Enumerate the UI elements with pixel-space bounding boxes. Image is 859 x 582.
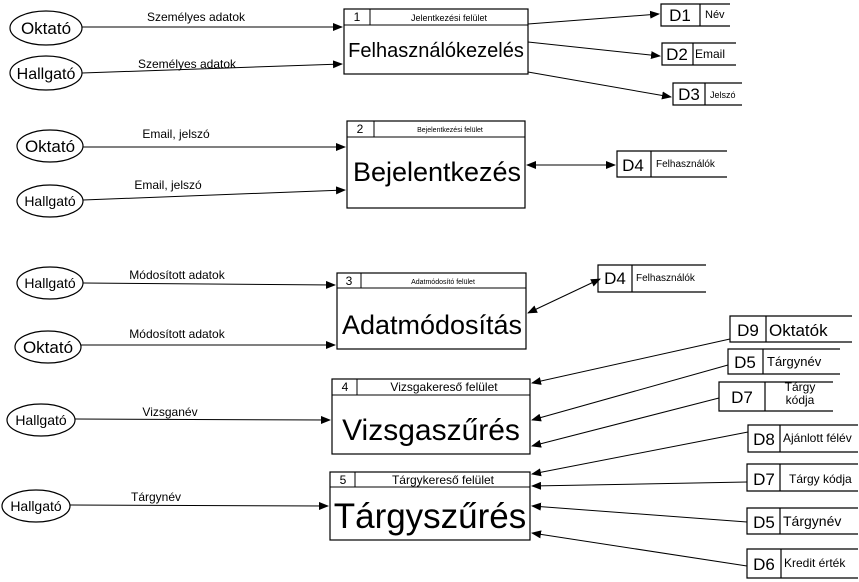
flow-arrow — [531, 338, 731, 385]
store-id: D5 — [753, 513, 775, 532]
store-d2: D2 Email — [661, 42, 736, 66]
store-name: Felhasználók — [656, 159, 716, 170]
store-id: D7 — [731, 388, 753, 407]
process-header: Tárgykereső felület — [392, 473, 495, 487]
entity-hallgato-3: Hallgató — [16, 266, 84, 300]
flow-arrow — [531, 431, 749, 477]
flow-label: Módosított adatok — [129, 268, 225, 282]
store-name: Email — [695, 47, 725, 61]
flow-arrow — [527, 71, 672, 100]
flow-label: Személyes adatok — [138, 57, 237, 71]
process-number: 5 — [340, 473, 347, 487]
entity-hallgato-1: Hallgató — [9, 55, 83, 91]
store-id: D6 — [753, 555, 775, 574]
entity-label: Hallgató — [17, 66, 76, 83]
store-name: Felhasználók — [636, 273, 696, 284]
flow-arrow-bidirectional — [527, 278, 601, 314]
store-d6: D6 Kredit érték — [746, 548, 858, 579]
store-d8: D8 Ajánlott félév — [747, 424, 858, 453]
process-4: 4 Vizsgakereső felület Vizsgaszűrés — [331, 378, 531, 455]
entity-oktato-2: Oktató — [16, 129, 84, 163]
process-name: Tárgyszűrés — [334, 497, 527, 536]
store-name: Név — [705, 9, 725, 21]
process-3: 3 Adatmódosító felület Adatmódosítás — [336, 272, 527, 350]
entity-label: Hallgató — [15, 412, 67, 428]
store-id: D9 — [737, 321, 759, 340]
store-d5-a: D5 Tárgynév — [727, 348, 840, 375]
process-name: Bejelentkezés — [353, 157, 521, 187]
store-id: D2 — [666, 45, 688, 64]
flow-arrow — [531, 481, 748, 490]
flow-arrow — [527, 41, 661, 60]
process-number: 1 — [354, 10, 361, 24]
store-d1: D1 Név — [660, 3, 730, 27]
flow-arrow — [74, 415, 331, 424]
store-d3: D3 Jelszó — [672, 82, 742, 106]
store-d7-a: D7 Tárgy kódja — [718, 381, 833, 412]
process-5: 5 Tárgykereső felület Tárgyszűrés — [329, 471, 531, 541]
store-name: Tárgynév — [783, 513, 841, 529]
entity-label: Oktató — [21, 19, 71, 38]
entity-label: Oktató — [23, 338, 73, 357]
store-name: Jelszó — [710, 90, 736, 100]
flow-arrow — [531, 530, 748, 567]
flow-arrow — [531, 397, 720, 448]
process-number: 3 — [346, 274, 353, 288]
process-number: 4 — [342, 380, 349, 394]
flow-label: Email, jelszó — [142, 127, 210, 141]
process-number: 2 — [357, 122, 364, 136]
entity-label: Hallgató — [24, 193, 76, 209]
process-1: 1 Jelentkezési felület Felhasználókezelé… — [343, 8, 529, 75]
flow-arrow — [531, 364, 729, 422]
store-d7-b: D7 Tárgy kódja — [746, 463, 858, 492]
process-header: Bejelentkezési felület — [417, 127, 483, 134]
process-name: Vizsgaszűrés — [342, 414, 520, 447]
store-name: Ajánlott félév — [783, 431, 852, 445]
store-id: D4 — [622, 156, 644, 175]
entity-hallgato-5: Hallgató — [1, 489, 71, 523]
flow-arrow — [527, 10, 660, 25]
entity-label: Hallgató — [10, 498, 62, 514]
flow-arrow — [82, 186, 346, 201]
process-header: Adatmódosító felület — [411, 279, 475, 286]
store-name: Tárgynév — [767, 354, 822, 369]
entity-hallgato-2: Hallgató — [16, 184, 84, 218]
flow-label: Email, jelszó — [134, 178, 202, 192]
store-id: D1 — [669, 6, 691, 25]
store-d9: D9 Oktatók — [729, 315, 852, 343]
store-d4-a: D4 Felhasználók — [616, 150, 727, 178]
process-name: Felhasználókezelés — [348, 40, 524, 62]
store-name: Tárgy kódja — [789, 472, 852, 486]
flow-arrow — [531, 502, 748, 523]
store-d5-b: D5 Tárgynév — [746, 507, 858, 535]
store-id: D3 — [678, 85, 700, 104]
store-name: Kredit érték — [784, 556, 846, 570]
flow-label: Tárgynév — [131, 490, 181, 504]
process-header: Jelentkezési felület — [411, 13, 488, 23]
store-name-wrap: Tárgy kódja — [784, 381, 816, 407]
entity-oktato-3: Oktató — [14, 330, 82, 364]
store-id: D4 — [604, 269, 626, 288]
entity-hallgato-4: Hallgató — [6, 403, 76, 437]
store-d4-b: D4 Felhasználók — [597, 264, 706, 293]
flow-arrow — [69, 501, 329, 510]
entity-oktato-1: Oktató — [9, 10, 83, 46]
flow-arrow — [81, 60, 343, 74]
store-id: D5 — [734, 353, 756, 372]
process-name: Adatmódosítás — [342, 310, 522, 340]
store-name: Oktatók — [769, 321, 828, 340]
flow-arrow — [82, 280, 336, 289]
entity-label: Oktató — [25, 137, 75, 156]
flow-label: Módosított adatok — [129, 327, 225, 341]
process-2: 2 Bejelentkezési felület Bejelentkezés — [346, 120, 526, 209]
flow-label: Vizsganév — [142, 405, 197, 419]
store-name: Tárgy kódja — [784, 381, 816, 407]
store-id: D7 — [753, 470, 775, 489]
store-id: D8 — [753, 430, 775, 449]
flow-label: Személyes adatok — [147, 10, 246, 24]
process-header: Vizsgakereső felület — [390, 380, 498, 394]
entity-label: Hallgató — [24, 275, 76, 291]
